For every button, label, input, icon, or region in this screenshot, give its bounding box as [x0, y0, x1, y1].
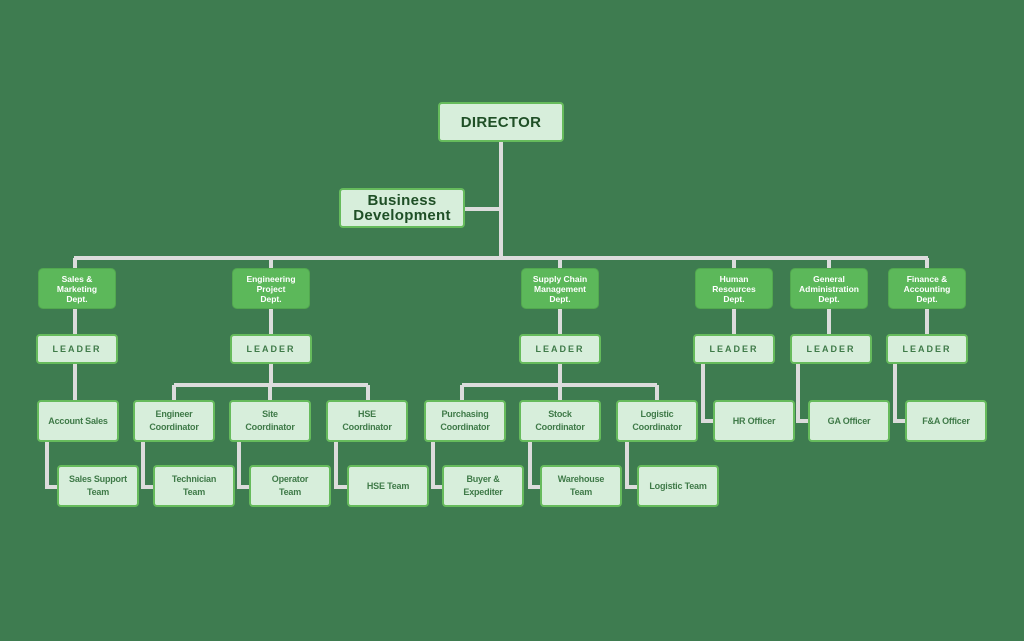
dept-label: General Administration Dept.	[799, 273, 859, 304]
leader-box[interactable]: LEADER	[790, 334, 872, 364]
business-development-label: Business Development	[353, 192, 451, 224]
role-account-sales[interactable]: Account Sales	[37, 400, 119, 442]
leader-box[interactable]: LEADER	[693, 334, 775, 364]
dept-sales-marketing[interactable]: Sales & Marketing Dept.	[38, 268, 116, 309]
dept-label: Sales & Marketing Dept.	[56, 273, 98, 304]
team-label: HSE Team	[366, 480, 410, 491]
dept-label: Human Resources Dept.	[712, 273, 756, 304]
team-label: Operator Team	[271, 474, 309, 497]
dept-label: Engineering Project Dept.	[246, 273, 296, 304]
leader-box[interactable]: LEADER	[36, 334, 118, 364]
team-label: Logistic Team	[649, 480, 707, 491]
role-label: Account Sales	[48, 415, 108, 426]
dept-label: Finance & Accounting Dept.	[903, 273, 951, 304]
director-label: DIRECTOR	[460, 113, 542, 131]
leader-box[interactable]: LEADER	[519, 334, 601, 364]
role-label: Engineer Coordinator	[149, 409, 199, 432]
role-label: HR Officer	[732, 415, 776, 426]
team-logistic[interactable]: Logistic Team	[637, 465, 719, 507]
team-sales-support[interactable]: Sales Support Team	[57, 465, 139, 507]
role-fa-officer[interactable]: F&A Officer	[905, 400, 987, 442]
leader-label: LEADER	[709, 343, 759, 354]
role-label: GA Officer	[827, 415, 871, 426]
team-operator[interactable]: Operator Team	[249, 465, 331, 507]
team-label: Technician Team	[171, 474, 217, 497]
dept-general-administration[interactable]: General Administration Dept.	[790, 268, 868, 309]
role-site-coordinator[interactable]: Site Coordinator	[229, 400, 311, 442]
dept-human-resources[interactable]: Human Resources Dept.	[695, 268, 773, 309]
role-hse-coordinator[interactable]: HSE Coordinator	[326, 400, 408, 442]
role-engineer-coordinator[interactable]: Engineer Coordinator	[133, 400, 215, 442]
role-logistic-coordinator[interactable]: Logistic Coordinator	[616, 400, 698, 442]
team-hse[interactable]: HSE Team	[347, 465, 429, 507]
team-buyer-expediter[interactable]: Buyer & Expediter	[442, 465, 524, 507]
role-label: Logistic Coordinator	[632, 409, 682, 432]
leader-label: LEADER	[246, 343, 296, 354]
leader-label: LEADER	[52, 343, 102, 354]
role-stock-coordinator[interactable]: Stock Coordinator	[519, 400, 601, 442]
director-box[interactable]: DIRECTOR	[438, 102, 564, 142]
leader-box[interactable]: LEADER	[230, 334, 312, 364]
dept-label: Supply Chain Management Dept.	[532, 273, 588, 304]
team-label: Warehouse Team	[557, 474, 605, 497]
leader-label: LEADER	[535, 343, 585, 354]
team-label: Sales Support Team	[69, 474, 127, 497]
business-development-box[interactable]: Business Development	[339, 188, 465, 228]
team-warehouse[interactable]: Warehouse Team	[540, 465, 622, 507]
leader-box[interactable]: LEADER	[886, 334, 968, 364]
dept-supply-chain[interactable]: Supply Chain Management Dept.	[521, 268, 599, 309]
role-purchasing-coordinator[interactable]: Purchasing Coordinator	[424, 400, 506, 442]
role-label: Stock Coordinator	[535, 409, 585, 432]
role-label: F&A Officer	[922, 415, 970, 426]
dept-finance-accounting[interactable]: Finance & Accounting Dept.	[888, 268, 966, 309]
role-hr-officer[interactable]: HR Officer	[713, 400, 795, 442]
dept-engineering-project[interactable]: Engineering Project Dept.	[232, 268, 310, 309]
role-label: HSE Coordinator	[342, 409, 392, 432]
leader-label: LEADER	[902, 343, 952, 354]
role-label: Site Coordinator	[245, 409, 295, 432]
role-ga-officer[interactable]: GA Officer	[808, 400, 890, 442]
team-label: Buyer & Expediter	[463, 474, 503, 497]
team-technician[interactable]: Technician Team	[153, 465, 235, 507]
role-label: Purchasing Coordinator	[440, 409, 490, 432]
leader-label: LEADER	[806, 343, 856, 354]
